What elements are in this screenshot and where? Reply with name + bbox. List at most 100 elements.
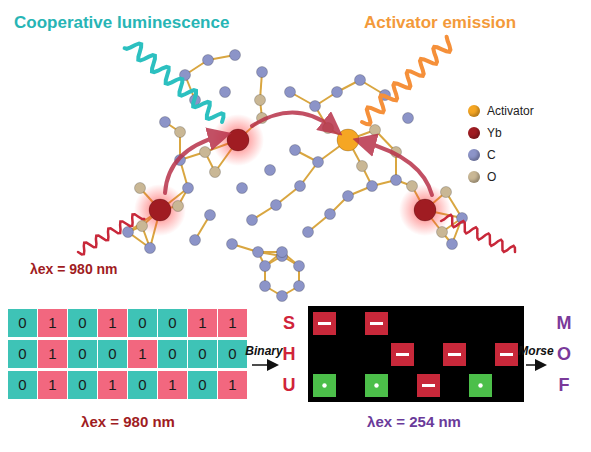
binary-digit: 1 (48, 377, 56, 394)
binary-digit: 1 (228, 377, 236, 394)
title-label: Cooperative luminescence (14, 14, 229, 33)
carbon-atom (310, 101, 321, 112)
oxygen-atom (175, 127, 186, 138)
oxygen-atom (200, 147, 211, 158)
binary-digit: 0 (198, 377, 206, 394)
carbon-atom (367, 181, 378, 192)
binary-cell (38, 371, 67, 399)
carbon-atom (257, 67, 268, 78)
oxygen-atom (137, 221, 148, 232)
carbon-atom (220, 87, 231, 98)
binary-digit: 0 (18, 377, 26, 394)
binary-cell (38, 340, 67, 368)
morse-dash (500, 353, 513, 356)
binary-cell (68, 340, 97, 368)
morse-dash-box (313, 312, 336, 335)
carbon-atom (285, 87, 296, 98)
carbon-atom (145, 243, 156, 254)
yb-atom (149, 199, 171, 221)
legend-swatch (468, 127, 480, 139)
oxygen-atom (407, 181, 418, 192)
carbon-atom (403, 113, 414, 124)
binary-digit: 1 (108, 315, 116, 332)
morse-dash-box (495, 343, 518, 366)
oxygen-atom (437, 227, 448, 238)
binary-cell (158, 371, 187, 399)
carbon-atom (343, 191, 354, 202)
arrow-label: Binary (245, 345, 282, 358)
binary-cell (68, 309, 97, 337)
binary-cell (158, 309, 187, 337)
binary-cell (218, 309, 247, 337)
binary-cell (98, 340, 127, 368)
transfer-arrows (165, 112, 432, 195)
binary-digit: 0 (78, 377, 86, 394)
binary-digit: 1 (228, 315, 236, 332)
carbon-atom (183, 183, 194, 194)
binary-cell (158, 340, 187, 368)
excitation-label: λex = 980 nm (81, 414, 175, 431)
legend-entry: C (468, 148, 496, 162)
carbon-atom (260, 281, 271, 292)
title-label: Activator emission (364, 14, 516, 33)
oxygen-atom (357, 161, 368, 172)
yb-atom (414, 199, 436, 221)
binary-cell (98, 371, 127, 399)
morse-dash (370, 322, 383, 325)
oxygen-atom (370, 125, 381, 136)
binary-cell (68, 371, 97, 399)
excitation-label: λex = 980 nm (30, 262, 118, 277)
carbon-atom (247, 215, 258, 226)
binary-digit: 0 (108, 346, 116, 363)
binary-cell (128, 309, 157, 337)
oxygen-atom (173, 201, 184, 212)
binary-cell (128, 371, 157, 399)
carbon-atom (203, 55, 214, 66)
morse-dot-box (469, 374, 492, 397)
carbon-atom (230, 50, 241, 61)
carbon-atom (294, 261, 305, 272)
wave-layer (78, 37, 515, 255)
carbon-atom (447, 239, 458, 250)
binary-digit: 1 (198, 315, 206, 332)
binary-cell (98, 309, 127, 337)
legend-entry: Yb (468, 126, 502, 140)
energy-transfer-arrow (165, 136, 220, 193)
binary-digit: 0 (198, 346, 206, 363)
binary-cell (188, 371, 217, 399)
binary-grid (8, 309, 247, 399)
carbon-atom (295, 181, 306, 192)
binary-cell (188, 340, 217, 368)
carbon-atom (260, 261, 271, 272)
energy-transfer-arrow (252, 112, 333, 128)
morse-dash (422, 384, 435, 387)
legend-text: Yb (487, 126, 502, 140)
carbon-atom (290, 145, 301, 156)
binary-digit: 1 (168, 377, 176, 394)
binary-digit: 0 (168, 315, 176, 332)
binary-digit: 0 (138, 377, 146, 394)
activator-atom (337, 129, 359, 151)
letter-label: F (559, 376, 570, 396)
carbon-atom (190, 235, 201, 246)
binary-digit: 0 (78, 315, 86, 332)
carbon-atom (294, 281, 305, 292)
legend-text: C (487, 148, 496, 162)
legend-swatch (468, 171, 480, 183)
morse-dash (448, 353, 461, 356)
carbon-atom (253, 247, 264, 258)
letter-label: M (557, 314, 572, 334)
light-wave (125, 44, 224, 123)
oxygen-atom (210, 167, 221, 178)
binary-cell (8, 309, 37, 337)
morse-dash-box (443, 343, 466, 366)
binary-digit: 1 (138, 346, 146, 363)
letter-label: S (283, 314, 295, 334)
yb-atom (227, 129, 249, 151)
carbon-atom (332, 87, 343, 98)
light-wave (362, 37, 450, 125)
oxygen-atom (135, 183, 146, 194)
binary-cell (218, 371, 247, 399)
carbon-atom (123, 227, 134, 238)
